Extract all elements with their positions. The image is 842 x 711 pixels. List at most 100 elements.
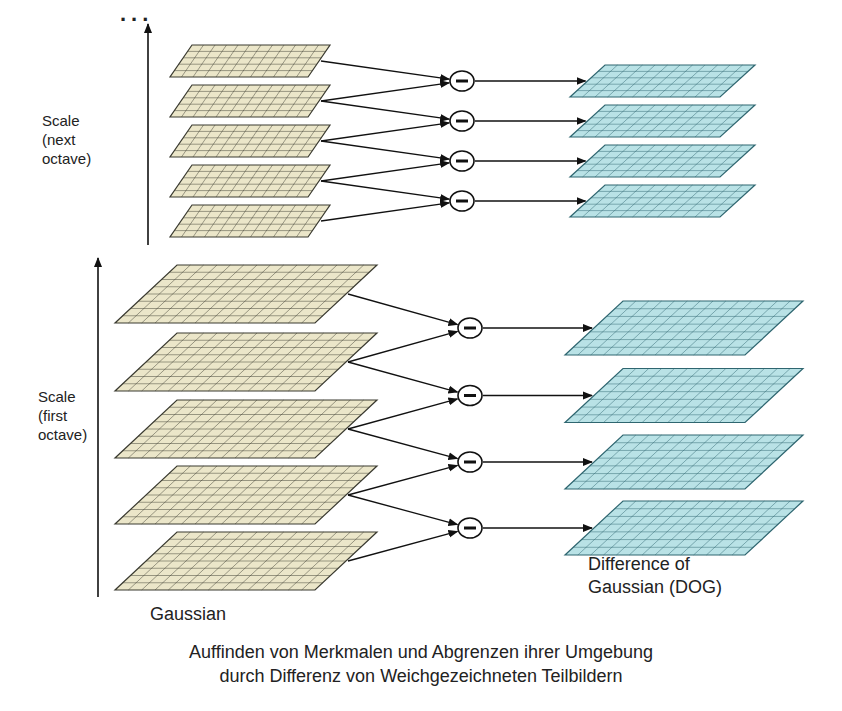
grid-line	[182, 205, 204, 237]
grid-line	[179, 104, 317, 105]
grid-line	[655, 301, 713, 355]
grid-line	[205, 125, 227, 157]
grid-line	[591, 435, 649, 489]
dog-layer-outline	[565, 435, 803, 489]
axis-label: Scale (next octave)	[42, 112, 100, 168]
grid-line	[262, 45, 284, 77]
minus-stroke	[456, 120, 468, 123]
grid-line	[642, 435, 700, 489]
grid-line	[606, 316, 786, 317]
grid-line	[598, 524, 778, 525]
grid-line	[239, 125, 261, 157]
grid-line	[162, 546, 362, 547]
grid-line	[174, 70, 312, 71]
grid-line	[182, 45, 204, 77]
gaussian-layer-outline	[115, 265, 377, 323]
subtract-symbol	[458, 452, 482, 472]
grid-line	[193, 45, 215, 77]
grid-line	[584, 164, 734, 165]
grid-line	[183, 137, 321, 138]
gaussian-layer-outline	[115, 466, 377, 524]
grid-line	[668, 435, 726, 489]
grid-line	[591, 197, 741, 198]
grid-line	[615, 376, 795, 377]
grid-line	[578, 301, 636, 355]
grid-line	[193, 205, 215, 237]
grid-line	[123, 315, 323, 316]
subtract-symbol	[458, 518, 482, 538]
grid-line	[131, 376, 331, 377]
gaussian-layer-outline	[170, 165, 330, 197]
grid-line	[681, 301, 739, 355]
grid-line	[251, 205, 273, 237]
grid-line	[174, 110, 312, 111]
grid-line	[598, 151, 748, 152]
grid-line	[262, 85, 284, 117]
grid-line	[162, 347, 362, 348]
grid-line	[297, 125, 319, 157]
grid-line	[274, 125, 296, 157]
grid-line	[732, 301, 790, 355]
flow-arrow	[475, 120, 586, 121]
flow-arrow	[348, 429, 457, 459]
grid-line	[193, 165, 215, 197]
flow-arrow	[483, 327, 592, 328]
gaussian-layer	[115, 466, 377, 524]
grid-line	[251, 45, 273, 77]
grid-line	[598, 111, 748, 112]
grid-line	[629, 435, 687, 489]
grid-line	[681, 369, 739, 423]
grid-line	[205, 85, 227, 117]
grid-line	[216, 45, 238, 77]
flow-arrow	[348, 399, 457, 429]
grid-line	[584, 204, 734, 205]
grid-line	[262, 125, 284, 157]
grid-line	[694, 301, 752, 355]
figure-caption: Auffinden von Merkmalen und Abgrenzen ih…	[181, 640, 661, 689]
flow-arrow	[348, 294, 457, 325]
grid-line	[162, 414, 362, 415]
grid-line	[205, 165, 227, 197]
grid-line	[169, 407, 369, 408]
grid-line	[598, 458, 778, 459]
grid-line	[239, 45, 261, 77]
subtract-symbol	[458, 386, 482, 406]
grid-line	[182, 125, 204, 157]
grid-line	[573, 347, 753, 348]
grid-line	[297, 45, 319, 77]
grid-line	[179, 64, 317, 65]
flow-arrow	[348, 465, 457, 495]
grid-line	[169, 539, 369, 540]
grid-line	[154, 286, 354, 287]
grid-line	[629, 369, 687, 423]
grid-line	[154, 421, 354, 422]
subtract-circle	[458, 452, 482, 472]
minus-stroke	[456, 200, 468, 203]
gaussian-layer	[170, 45, 330, 77]
grid-line	[131, 308, 331, 309]
grid-line	[606, 450, 786, 451]
grid-line	[179, 144, 317, 145]
grid-line	[591, 157, 741, 158]
grid-line	[123, 582, 323, 583]
grid-line	[169, 272, 369, 273]
gaussian-layer-outline	[170, 205, 330, 237]
dog-layer-outline	[570, 105, 755, 137]
grid-line	[582, 539, 762, 540]
gaussian-layer-outline	[115, 400, 377, 458]
flow-arrow	[321, 101, 449, 119]
flow-arrow	[321, 83, 449, 101]
flow-arrow	[321, 141, 449, 159]
grid-line	[183, 217, 321, 218]
grid-line	[138, 369, 338, 370]
gaussian-layer-outline	[170, 85, 330, 117]
grid-line	[598, 191, 748, 192]
grid-line	[228, 85, 250, 117]
grid-line	[578, 369, 636, 423]
grid-line	[591, 117, 741, 118]
grid-line	[138, 436, 338, 437]
grid-line	[193, 125, 215, 157]
grid-line	[706, 435, 764, 489]
grid-line	[146, 294, 346, 295]
